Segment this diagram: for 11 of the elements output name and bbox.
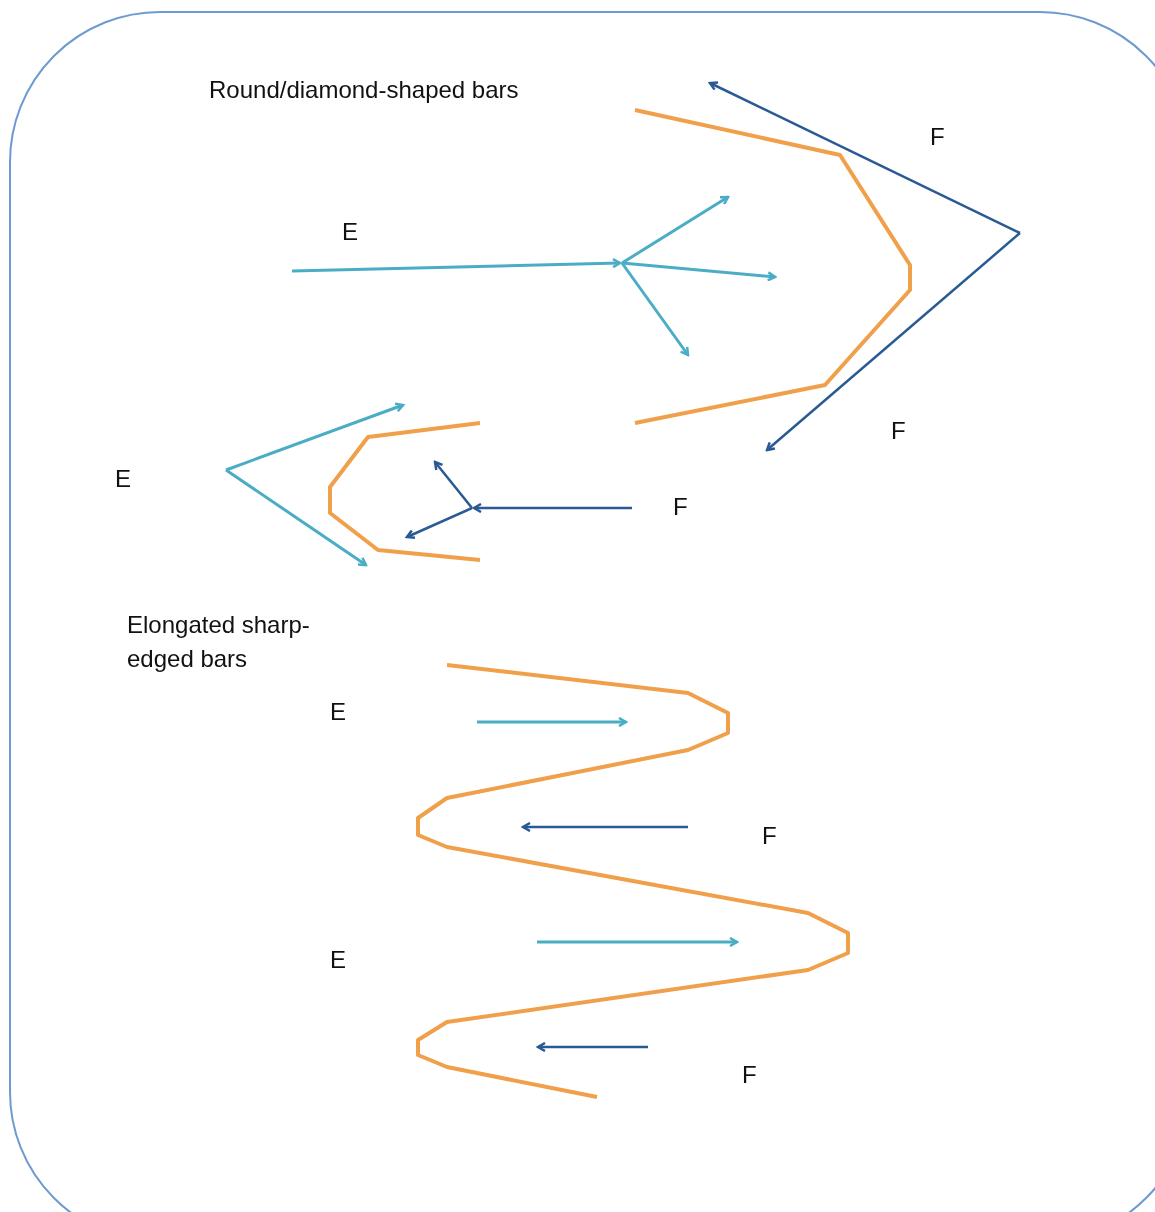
force-label: E	[115, 464, 132, 494]
force-label: F	[742, 1060, 758, 1090]
heading-text: Round/diamond-shaped bars	[209, 75, 520, 105]
force-label: E	[342, 217, 359, 247]
force-label: E	[330, 697, 347, 727]
force-label: F	[762, 821, 778, 851]
force-label: E	[330, 945, 347, 975]
force-label: F	[673, 492, 689, 522]
force-label: F	[891, 416, 907, 446]
force-label: F	[930, 122, 946, 152]
heading-text: Elongated sharp-edged bars	[127, 610, 311, 674]
